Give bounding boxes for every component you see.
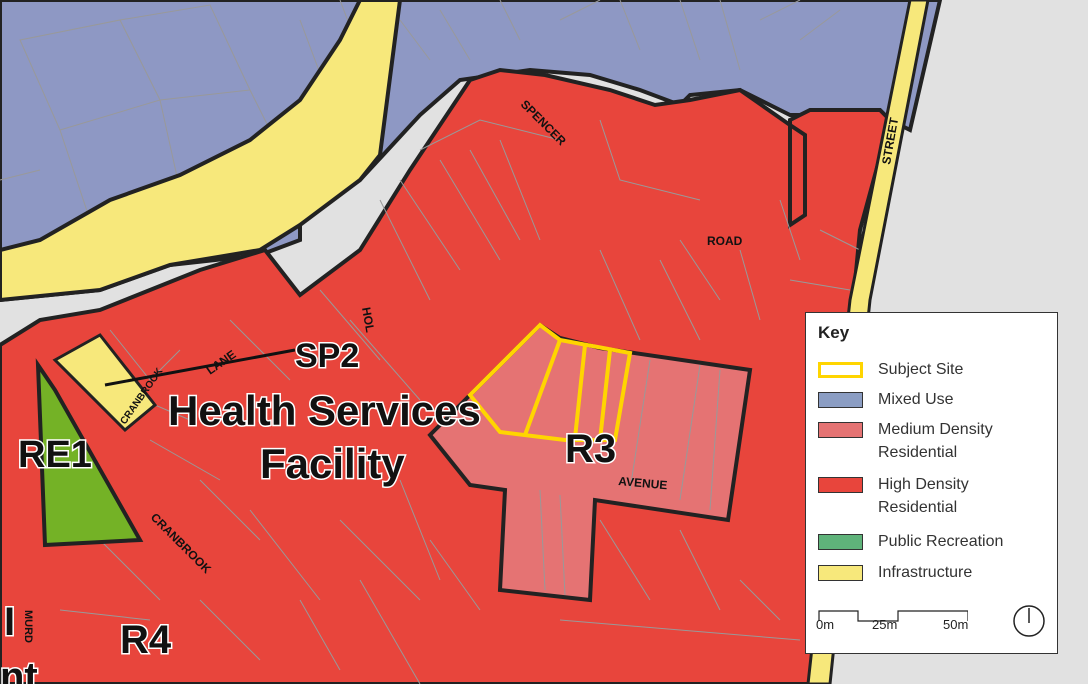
key-label-high-density: High Density Residential	[878, 476, 969, 516]
key-item-high-density: High Density Residential	[818, 476, 1038, 519]
street-label-road: ROAD	[707, 234, 743, 248]
sp2-leader-line	[104, 348, 296, 387]
street-label-hol: HOL	[359, 306, 377, 333]
zone-label-r4: R4	[120, 618, 172, 662]
key-item-mixed-use: Mixed Use	[818, 391, 954, 411]
key-item-public-recreation: Public Recreation	[818, 533, 1003, 553]
key-item-medium-density: Medium Density Residential	[818, 421, 1038, 464]
zone-label-edge-i: I	[4, 600, 15, 644]
north-arrow-icon	[1013, 605, 1045, 637]
key-label-medium-density: Medium Density Residential	[878, 421, 993, 461]
map-key: Key Subject Site Mixed Use Medium Densit…	[805, 312, 1058, 654]
scale-bar	[818, 610, 968, 622]
zone-infrastructure-band	[0, 0, 403, 303]
key-swatch-public-recreation	[818, 534, 863, 550]
scale-label-0: 0m	[816, 617, 835, 632]
street-label-avenue: AVENUE	[618, 474, 668, 492]
key-title: Key	[818, 323, 850, 342]
key-swatch-infrastructure	[818, 565, 863, 581]
key-swatch-high-density	[818, 477, 863, 493]
zone-label-sp2: SP2	[295, 337, 359, 375]
key-swatch-mixed-use	[818, 392, 863, 408]
zone-infrastructure-sp2	[52, 333, 158, 433]
medium-density-parcels	[539, 359, 721, 596]
key-label-public-recreation: Public Recreation	[878, 533, 1004, 550]
key-label-infrastructure: Infrastructure	[878, 564, 973, 581]
key-label-mixed-use: Mixed Use	[878, 391, 954, 408]
zone-public-recreation	[35, 358, 144, 548]
zone-label-health-line1: Health Services	[168, 387, 481, 434]
zone-label-edge-nt: nt	[0, 655, 38, 684]
zone-label-re1: RE1	[18, 434, 92, 476]
scale-label-50: 50m	[943, 617, 969, 632]
street-label-murd: MURD	[22, 610, 34, 643]
key-swatch-subject-site	[818, 362, 863, 378]
scale-label-25: 25m	[872, 617, 898, 632]
key-swatch-medium-density	[818, 422, 863, 438]
key-item-subject-site: Subject Site	[818, 361, 963, 381]
zone-label-r3: R3	[565, 427, 616, 471]
key-label-subject-site: Subject Site	[878, 361, 964, 378]
subject-site	[467, 322, 633, 442]
key-item-infrastructure: Infrastructure	[818, 564, 972, 584]
zone-label-health-line2: Facility	[260, 440, 405, 487]
